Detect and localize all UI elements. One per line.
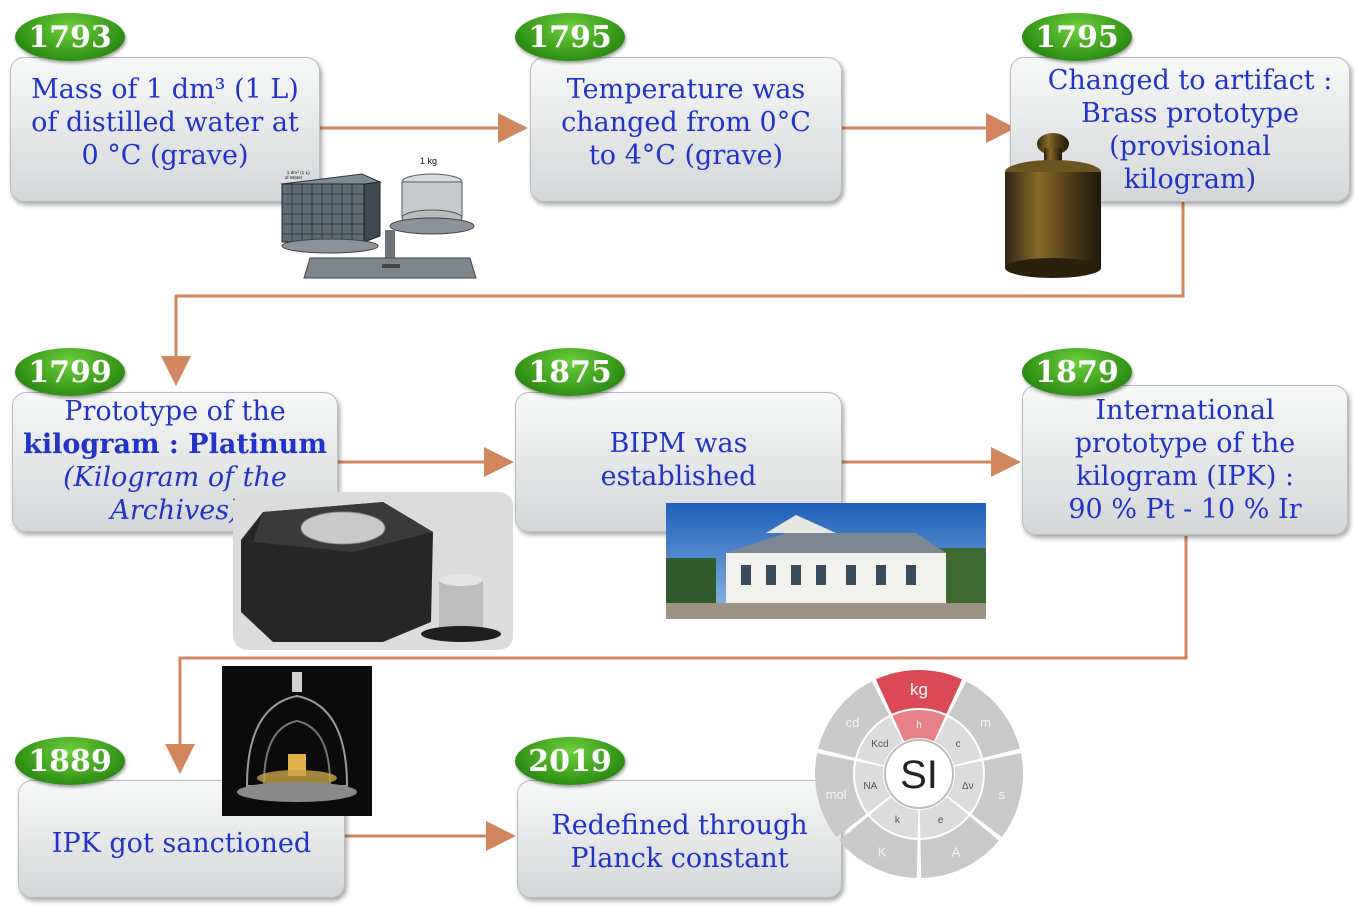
arrow-1795-1799 [161, 202, 1185, 386]
year-badge-1793: 1793 [15, 13, 125, 61]
year-badge-1875: 1875 [515, 348, 625, 396]
si-unit-label: K [878, 845, 887, 860]
milestone-text-line: to 4°C (grave) [588, 140, 784, 171]
si-constant-label: h [916, 720, 922, 731]
arrow-1879-1889 [165, 536, 1188, 774]
milestone-text-line: Archives) [110, 495, 240, 526]
si-unit-segment-m [948, 681, 1020, 758]
si-constant-label: e [938, 815, 944, 826]
milestone-text-line: 0 °C (grave) [81, 140, 249, 171]
balance-scale-illustration: 1 dm³ (1 L) of Water [285, 170, 311, 180]
milestone-text-line: BIPM was [609, 428, 748, 459]
water-label: 1 dm³ (1 L) [287, 170, 310, 175]
si-unit-segment-mol [815, 753, 867, 838]
si-unit-label: cd [846, 715, 860, 730]
year-badge-1795: 1795 [515, 13, 625, 61]
si-constant-label: Δν [962, 781, 974, 792]
milestone-2019-box: Redefined through Planck constant [517, 780, 842, 898]
milestone-text-line: kilogram : Platinum [23, 429, 327, 460]
si-constant-segment-Kcd [856, 716, 903, 766]
si-center-label: SI [900, 753, 938, 797]
milestone-1879-box: International prototype of the kilogram … [1022, 385, 1348, 535]
milestone-text-line: International [1095, 395, 1275, 426]
milestone-text-line: Temperature was [566, 74, 806, 105]
si-unit-segment-kg [875, 670, 963, 714]
si-unit-segment-A [920, 816, 999, 878]
year-badge-2019: 2019 [515, 737, 625, 785]
si-unit-label: kg [910, 680, 928, 699]
si-constant-label: c [956, 739, 961, 750]
ipk-bell-jar-photo [222, 666, 372, 816]
brass-prototype-photo [1005, 133, 1101, 278]
si-constant-segment-k [869, 797, 919, 838]
milestone-text-line: Brass prototype [1080, 98, 1300, 129]
si-unit-segment-cd [818, 681, 890, 758]
si-unit-segment-s [971, 753, 1023, 838]
year-badge-1799: 1799 [15, 348, 125, 396]
milestone-text-line: prototype of the [1074, 428, 1296, 459]
milestone-text-line: kilogram (IPK) : [1075, 461, 1295, 492]
milestone-1795-box: Temperature was changed from 0°C to 4°C … [530, 57, 842, 202]
bipm-building-photo [666, 503, 986, 619]
si-constant-label: k [895, 815, 901, 826]
si-unit-label: s [999, 787, 1006, 802]
si-constant-segment-Δν [947, 761, 983, 813]
si-unit-label: A [952, 845, 961, 860]
si-unit-label: mol [826, 787, 847, 802]
si-constant-segment-e [919, 797, 969, 838]
si-constant-segment-h [892, 710, 946, 742]
si-constant-label: NA [863, 781, 877, 792]
si-constant-segment-c [935, 716, 982, 766]
milestone-1793-box: Mass of 1 dm³ (1 L) of distilled water a… [10, 57, 320, 202]
milestone-text-line: changed from 0°C [561, 107, 811, 138]
si-unit-segment-K [839, 816, 918, 878]
si-center-circle [884, 739, 954, 809]
year-badge-1795b: 1795 [1022, 13, 1132, 61]
svg-text:of Water: of Water [285, 175, 303, 180]
kg-label: 1 kg [420, 156, 437, 166]
milestone-text-line: of distilled water at [31, 107, 299, 138]
kilogram-archives-photo [233, 492, 513, 650]
milestone-text-line: IPK got sanctioned [51, 827, 312, 859]
milestone-text-line: (Kilogram of the [63, 462, 287, 493]
balance-scale-illustration: 1 kg [280, 156, 477, 279]
milestone-text-line: kilogram) [1123, 164, 1257, 195]
milestone-text-line: Prototype of the [64, 396, 286, 427]
year-badge-1879: 1879 [1022, 348, 1132, 396]
milestone-text-line: Mass of 1 dm³ (1 L) [31, 74, 299, 105]
milestone-text-line: established [600, 461, 757, 492]
milestone-text-line: 90 % Pt - 10 % Ir [1068, 494, 1302, 525]
si-unit-label: m [980, 715, 991, 730]
milestone-text-line: Changed to artifact : [1047, 65, 1333, 96]
milestone-text-line: Redefined through [551, 810, 808, 841]
si-constant-label: Kcd [871, 739, 888, 750]
year-badge-1889: 1889 [15, 737, 125, 785]
si-constant-segment-NA [855, 761, 891, 813]
milestone-text-line: Planck constant [570, 843, 789, 874]
milestone-text-line: (provisional [1109, 131, 1271, 162]
